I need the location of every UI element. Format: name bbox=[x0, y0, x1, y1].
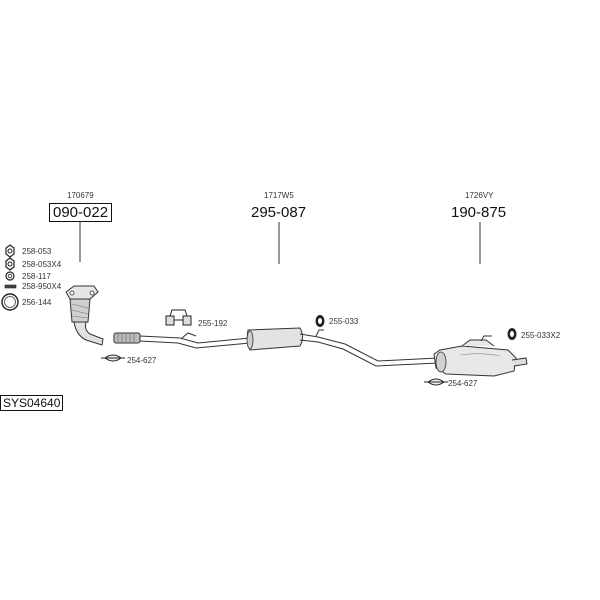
pipe-clamp-front-icon bbox=[101, 354, 125, 362]
part-number-middle: 295-087 bbox=[251, 204, 307, 221]
part-number-catalytic: 090-022 bbox=[49, 203, 113, 222]
hardware-label-nut-set: 258-053X4 bbox=[22, 260, 62, 269]
ref-number-middle: 1717W5 bbox=[264, 191, 294, 200]
catalytic-converter bbox=[65, 285, 104, 346]
rubber-mount-icon bbox=[315, 315, 325, 327]
hardware-label-nut: 258-053 bbox=[22, 247, 52, 256]
pipe-clamp-rear-icon bbox=[424, 378, 448, 386]
washer-icon bbox=[5, 271, 15, 281]
hardware-label-rubber-mount: 255-033 bbox=[329, 317, 359, 326]
hardware-label-hanger: 255-192 bbox=[198, 319, 228, 328]
hardware-label-rubber-mount-pair: 255-033X2 bbox=[521, 331, 561, 340]
hardware-label-clamp-front: 254-627 bbox=[127, 356, 157, 365]
middle-pipe bbox=[113, 327, 439, 367]
system-code-label: SYS04640 bbox=[0, 395, 64, 411]
part-number-rear: 190-875 bbox=[451, 204, 507, 221]
hardware-label-washer: 258-117 bbox=[22, 272, 51, 281]
gasket-ring-icon bbox=[1, 293, 19, 311]
rear-silencer bbox=[433, 335, 528, 377]
rubber-mount-pair-icon bbox=[507, 328, 517, 340]
hardware-label-gasket: 256-144 bbox=[22, 298, 52, 307]
nut-set-icon bbox=[5, 257, 15, 271]
bolt-icon bbox=[4, 284, 17, 289]
hanger-bracket-icon bbox=[165, 309, 192, 326]
nut-icon bbox=[5, 244, 15, 258]
ref-number-rear: 1726VY bbox=[465, 191, 494, 200]
ref-number-catalytic: 170679 bbox=[67, 191, 94, 200]
hardware-label-clamp-rear: 254-627 bbox=[448, 379, 478, 388]
hardware-label-bolt: 258-950X4 bbox=[22, 282, 62, 291]
